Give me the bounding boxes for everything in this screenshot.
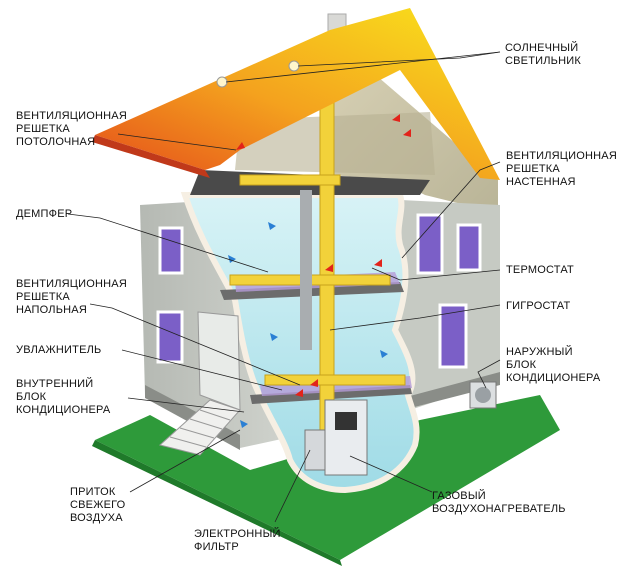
furnace-burner [335, 412, 357, 430]
leader-lines [67, 51, 501, 523]
solar-light-2 [288, 60, 300, 72]
step-line-3 [189, 418, 223, 430]
window-upper-mid [456, 223, 482, 272]
electronic-filter-unit [304, 429, 326, 471]
roof [95, 8, 500, 180]
lawn-edge [92, 440, 342, 566]
window-upper-left [158, 226, 184, 275]
window-upper-right [416, 213, 444, 275]
label-damper: ДЕМПФЕР [16, 208, 73, 220]
label-thermostat: ТЕРМОСТАТ [506, 264, 574, 276]
step-line-2 [179, 427, 215, 439]
airflow-arrows [228, 114, 411, 428]
label-hygrostat: ГИГРОСТАТ [506, 300, 571, 312]
gas-furnace [324, 399, 368, 476]
attic-space [235, 112, 435, 175]
step-line-1 [169, 436, 207, 448]
front-door [197, 311, 241, 411]
window-lower-left [156, 310, 184, 364]
window-lower-right [438, 303, 468, 369]
attic-duct [239, 174, 341, 186]
solar-light-1 [216, 76, 228, 88]
front-steps [158, 399, 241, 456]
label-humidifier: УВЛАЖНИТЕЛЬ [16, 344, 102, 356]
step-line-4 [199, 409, 231, 421]
gray-duct [300, 190, 312, 350]
outdoor-ac-fan [475, 387, 491, 403]
roof-edge [92, 135, 210, 178]
lower-duct [264, 374, 406, 386]
